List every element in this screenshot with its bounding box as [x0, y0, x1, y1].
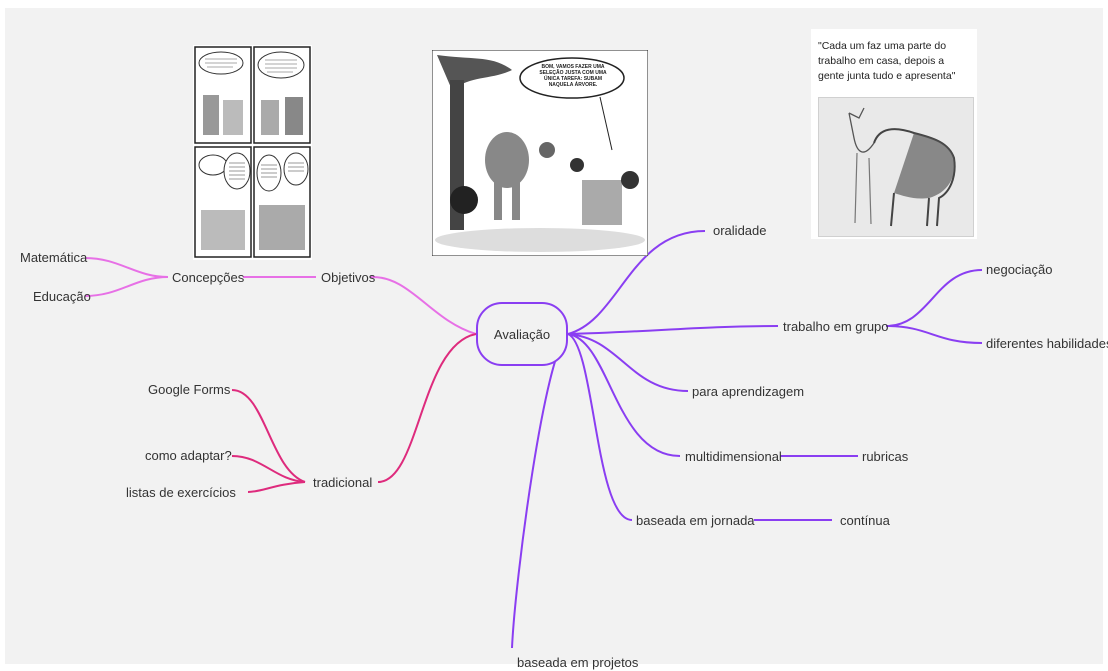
node-baseada-em-projetos[interactable]: baseada em projetos: [517, 655, 639, 670]
comic-strip-image[interactable]: [193, 45, 312, 260]
node-baseada-em-jornada[interactable]: baseada em jornada: [636, 513, 755, 528]
node-matematica[interactable]: Matemática: [20, 250, 88, 265]
edge-tradicional-googleforms: [231, 389, 306, 483]
edge-root-aprendizagem: [567, 333, 689, 392]
quote-text: "Cada um faz uma parte do trabalho em ca…: [818, 40, 956, 82]
cartoon-tree-exam-image[interactable]: BOM, VAMOS FAZER UMA SELEÇÃO JUSTA COM U…: [432, 50, 648, 256]
node-rubricas[interactable]: rubricas: [862, 449, 909, 464]
node-diferentes-habilidades[interactable]: diferentes habilidades: [986, 336, 1108, 351]
edge-root-trabalho: [567, 325, 779, 335]
edge-root-objetivos: [369, 275, 477, 335]
node-listas-exercicios[interactable]: listas de exercícios: [126, 485, 236, 500]
node-oralidade[interactable]: oralidade: [713, 223, 767, 238]
node-trabalho-em-grupo[interactable]: trabalho em grupo: [783, 319, 889, 334]
root-label: Avaliação: [493, 326, 551, 342]
node-concepcoes[interactable]: Concepções: [172, 270, 245, 285]
edge-root-jornada: [567, 333, 633, 521]
node-para-aprendizagem[interactable]: para aprendizagem: [692, 384, 805, 399]
edge-trabalho-negociacao: [885, 269, 983, 327]
node-google-forms[interactable]: Google Forms: [148, 382, 231, 397]
horse-drawing: [819, 98, 973, 236]
node-educacao[interactable]: Educação: [33, 289, 91, 304]
node-multidimensional[interactable]: multidimensional: [685, 449, 782, 464]
node-continua[interactable]: contínua: [840, 513, 890, 528]
comic-strip-drawing: [193, 45, 312, 260]
edge-root-oralidade: [567, 230, 706, 335]
cartoon-speech-bubble-text: BOM, VAMOS FAZER UMA SELEÇÃO JUSTA COM U…: [539, 64, 607, 88]
edge-concepcoes-matematica: [84, 257, 169, 278]
edge-root-multidimensional: [567, 333, 681, 457]
node-como-adaptar[interactable]: como adaptar?: [145, 448, 232, 463]
edge-concepcoes-educacao: [84, 276, 169, 297]
edge-root-projetos: [511, 333, 569, 649]
root-node-avaliacao[interactable]: Avaliação: [476, 302, 568, 366]
node-objetivos[interactable]: Objetivos: [321, 270, 376, 285]
edge-trabalho-habilidades: [885, 325, 983, 344]
edge-tradicional-comoadaptar: [231, 455, 306, 483]
quote-card-horse[interactable]: "Cada um faz uma parte do trabalho em ca…: [811, 29, 977, 239]
cartoon-tree-drawing: [432, 50, 648, 256]
edge-root-tradicional: [377, 333, 477, 483]
horse-drawing-image: [818, 97, 974, 237]
node-tradicional[interactable]: tradicional: [313, 475, 373, 490]
node-negociacao[interactable]: negociação: [986, 262, 1053, 277]
edge-tradicional-listas: [247, 481, 306, 493]
